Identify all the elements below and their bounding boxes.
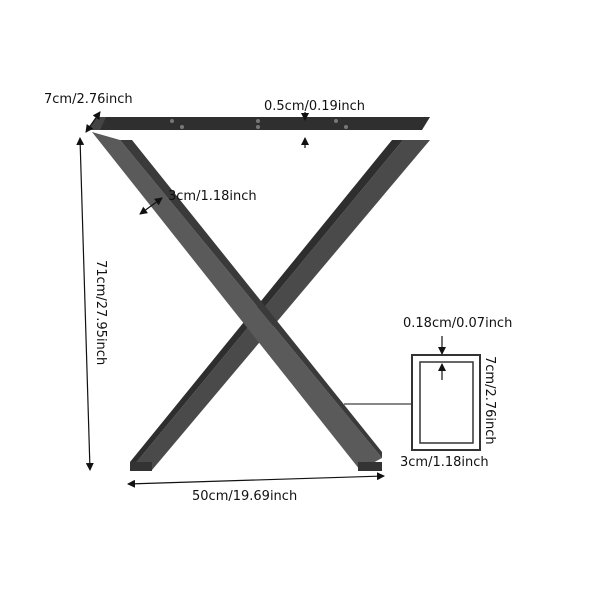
label-top-depth: 7cm/2.76inch — [44, 92, 133, 107]
foot-left — [130, 462, 152, 471]
hole-3 — [256, 119, 260, 123]
hole-5 — [334, 119, 338, 123]
leg-bar-front-shade — [120, 140, 382, 458]
dimension-lines — [76, 111, 385, 488]
hole-6 — [344, 125, 348, 129]
hole-4 — [256, 125, 260, 129]
profile-inset — [344, 336, 481, 451]
label-plate-thickness: 0.5cm/0.19inch — [264, 99, 365, 114]
profile-outer — [411, 354, 481, 451]
label-profile-width: 3cm/1.18inch — [400, 455, 489, 470]
height-arrow — [76, 137, 94, 471]
tube-width-arrow — [139, 197, 163, 215]
depth-arrow — [85, 111, 101, 133]
label-base-width: 50cm/19.69inch — [192, 489, 297, 504]
label-tube-width: 3cm/1.18inch — [168, 189, 257, 204]
profile-inner — [419, 361, 474, 444]
table-leg — [88, 117, 430, 471]
label-wall-thickness: 0.18cm/0.07inch — [403, 316, 512, 331]
hole-1 — [170, 119, 174, 123]
width-arrow — [127, 472, 385, 488]
label-height: 71cm/27.95inch — [93, 260, 108, 365]
mounting-holes — [170, 119, 348, 129]
label-tube-height: 7cm/2.76inch — [482, 356, 497, 445]
labels: 7cm/2.76inch 0.5cm/0.19inch 3cm/1.18inch… — [44, 92, 512, 504]
leg-bar-back-side — [130, 140, 403, 470]
hole-2 — [180, 125, 184, 129]
leg-bar-back — [130, 140, 430, 470]
foot-right — [358, 462, 382, 471]
leg-bar-front — [92, 132, 382, 470]
